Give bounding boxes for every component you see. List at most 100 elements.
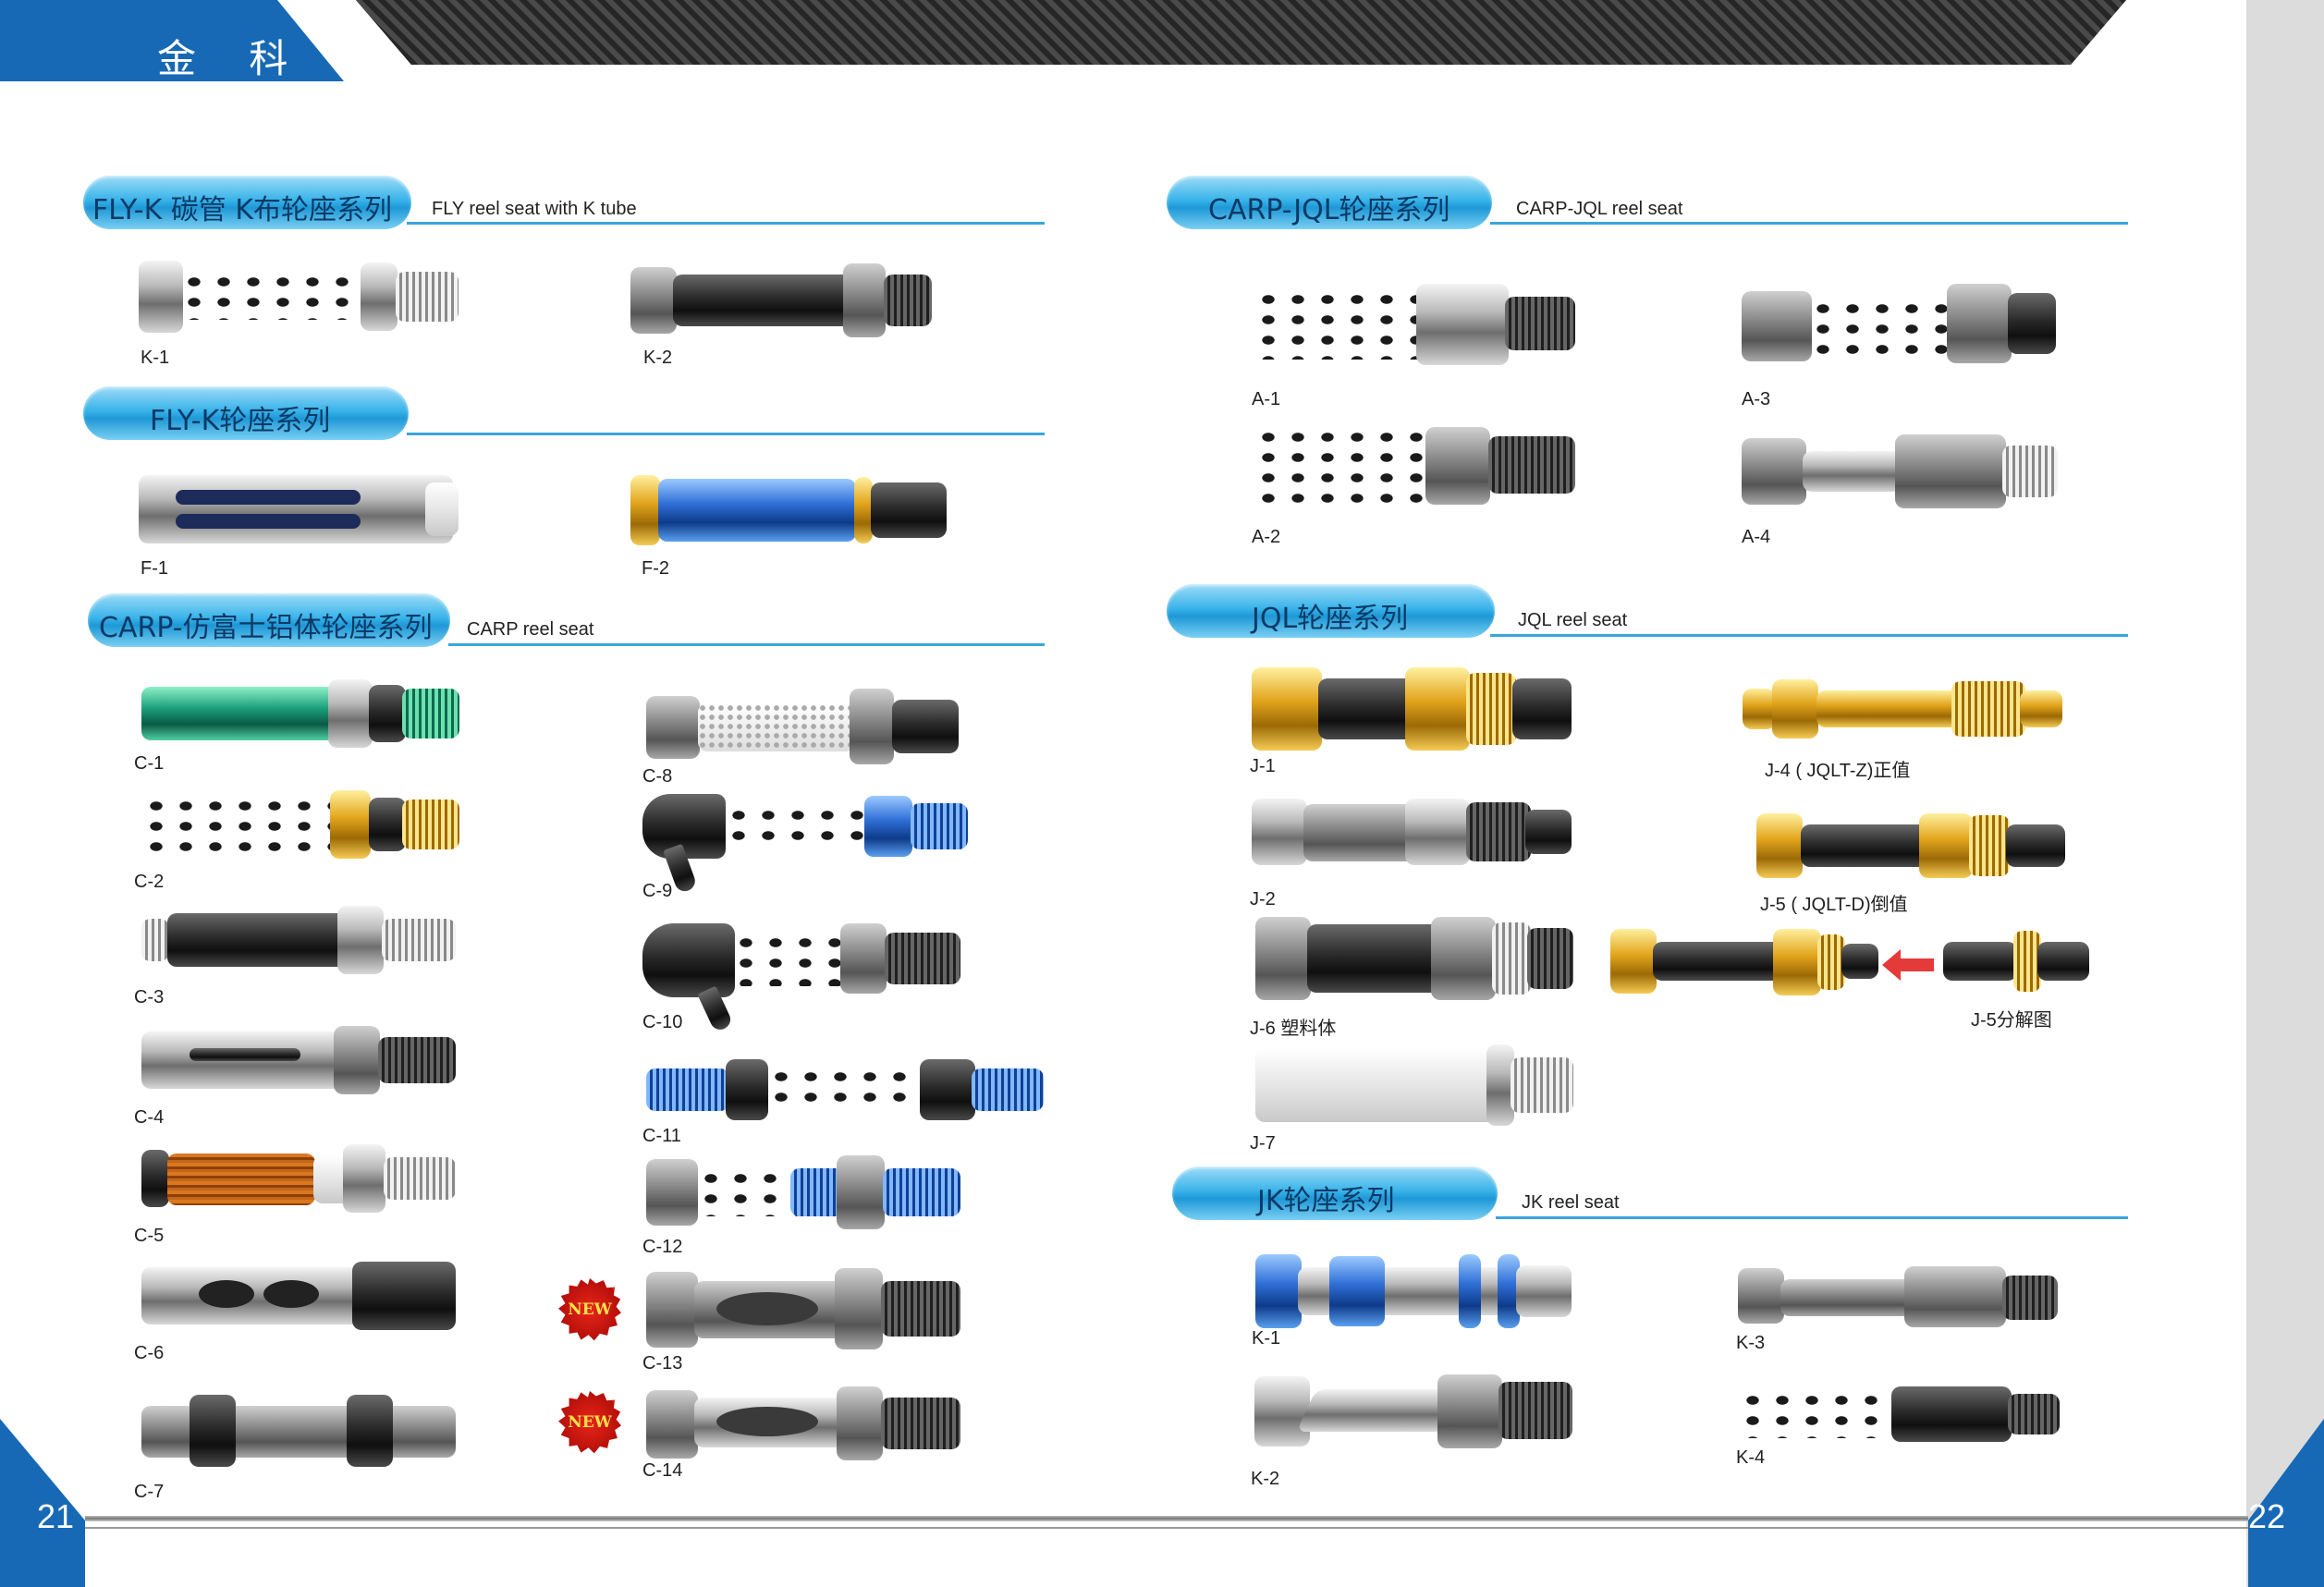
product-thread <box>892 700 959 753</box>
product-hood <box>1773 929 1821 995</box>
product-label: F-2 <box>642 558 669 579</box>
product-thread <box>881 1398 960 1449</box>
product-hood <box>1425 427 1490 505</box>
product-j-7: J-7 <box>1250 1044 1588 1165</box>
section-header-jk: JK轮座系列 JK reel seat <box>1172 1166 2128 1222</box>
product-nut <box>369 798 406 851</box>
section-title-cn: CARP-仿富士铝体轮座系列 <box>99 612 433 644</box>
product-thread <box>1505 297 1575 350</box>
product-j-5-exploded: J-5分解图 <box>1610 929 2110 1040</box>
product-a-2: A-2 <box>1250 423 1583 553</box>
product-j-1: J-1 <box>1248 664 1581 784</box>
product-nut <box>361 262 398 331</box>
product-a-1: A-1 <box>1250 282 1583 411</box>
product-label: C-5 <box>134 1226 165 1246</box>
product-thread <box>646 1068 729 1111</box>
product-body <box>141 796 345 853</box>
page-number-left: 21 <box>37 1497 75 1535</box>
section-title-cn: JQL轮座系列 <box>1252 603 1409 635</box>
section-title-cn: CARP-JQL轮座系列 <box>1208 194 1450 226</box>
product-nut <box>835 1268 883 1349</box>
product-body <box>139 475 453 543</box>
section-title-en: JK reel seat <box>1522 1192 1620 1213</box>
product-cap <box>646 1272 698 1348</box>
product-f-1: F-1 <box>139 473 462 584</box>
product-c-13: C-13 <box>642 1268 994 1373</box>
product-nut <box>369 685 406 742</box>
product-c-7: C-7 <box>134 1391 467 1502</box>
product-thread <box>911 803 968 849</box>
product-hood <box>190 1395 236 1467</box>
section-rule <box>1490 222 2128 225</box>
product-body <box>179 272 364 320</box>
product-label: C-10 <box>642 1012 683 1032</box>
section-title-cn: JK轮座系列 <box>1257 1185 1395 1217</box>
product-body <box>724 805 890 848</box>
product-thread <box>881 1281 960 1337</box>
page-number-right: 22 <box>2248 1497 2286 1535</box>
product-nut <box>352 1262 456 1330</box>
product-k-2-right: K-2 <box>1251 1373 1585 1493</box>
product-label: C-11 <box>642 1126 681 1146</box>
product-thread <box>384 1157 456 1200</box>
product-thread <box>1512 678 1572 739</box>
product-c-2: C-2 <box>134 790 467 892</box>
product-cap <box>646 696 700 759</box>
product-cap <box>1738 1268 1784 1324</box>
product-nut <box>1486 1044 1514 1126</box>
product-k-3: K-3 <box>1736 1266 2071 1377</box>
product-k-4: K-4 <box>1736 1385 2071 1495</box>
carbon-fiber-banner <box>356 0 2126 65</box>
section-pill <box>1172 1166 1498 1220</box>
product-cutout <box>263 1280 319 1308</box>
product-a-4: A-4 <box>1738 434 2071 555</box>
section-title-en: FLY reel seat with K tube <box>432 199 637 219</box>
product-label: K-2 <box>643 348 673 368</box>
product-label: K-2 <box>1251 1469 1280 1489</box>
product-thread <box>2006 824 2065 867</box>
product-cap <box>630 267 677 334</box>
footer-rule-thin <box>85 1527 2248 1529</box>
product-nut <box>1951 681 2025 737</box>
product-thread <box>2008 293 2056 354</box>
product-grip <box>698 703 855 751</box>
product-hood <box>1405 667 1470 751</box>
section-pill <box>88 593 450 647</box>
product-body <box>1738 1390 1895 1438</box>
section-pill <box>1167 584 1495 638</box>
product-c-3: C-3 <box>134 906 467 1007</box>
section-header-fly-k: FLY-K轮座系列 <box>83 386 1045 442</box>
product-label: C-8 <box>642 766 673 787</box>
product-cap <box>1610 929 1657 994</box>
product-nut <box>1492 922 1531 995</box>
product-thread <box>1498 1382 1572 1439</box>
footer-rule <box>85 1516 2248 1521</box>
product-body <box>141 687 345 740</box>
product-a-3: A-3 <box>1738 282 2071 411</box>
product-hood <box>1431 917 1496 1000</box>
product-cap <box>1252 667 1322 751</box>
product-cap <box>1254 1376 1310 1447</box>
product-c-12: C-12 <box>642 1155 994 1257</box>
product-body <box>766 1067 933 1113</box>
section-pill <box>1167 176 1492 229</box>
section-title-en: CARP reel seat <box>467 619 594 640</box>
product-label: C-2 <box>134 872 165 892</box>
product-label: C-12 <box>642 1237 683 1257</box>
product-nut <box>1466 673 1516 745</box>
product-body <box>1801 824 1930 867</box>
product-c-4: C-4 <box>134 1026 467 1128</box>
product-cutout <box>716 1292 818 1325</box>
section-rule <box>407 222 1045 225</box>
product-c-9: C-9 <box>642 790 994 901</box>
section-title-en: CARP-JQL reel seat <box>1516 199 1683 219</box>
product-thread <box>141 919 169 961</box>
product-c-8: C-8 <box>642 689 994 790</box>
product-cap <box>1743 689 1776 729</box>
product-thread <box>402 800 459 849</box>
product-label: A-1 <box>1252 389 1281 409</box>
product-nut <box>726 1059 768 1120</box>
product-c-11: C-11 <box>642 1056 1049 1157</box>
product-label: F-1 <box>141 558 168 579</box>
new-badge: NEW <box>558 1278 621 1341</box>
